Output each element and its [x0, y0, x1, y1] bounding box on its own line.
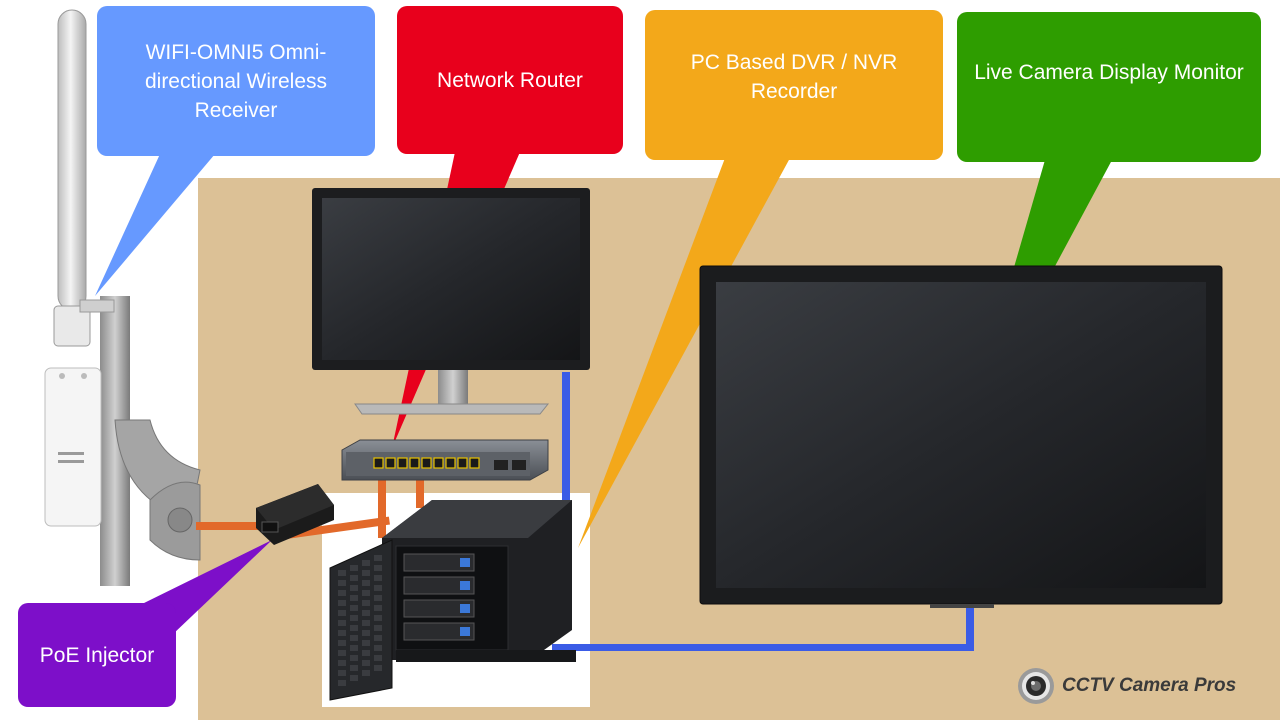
door-vent [362, 600, 370, 606]
door-vent [374, 595, 382, 601]
display-monitor [699, 265, 1223, 608]
switch-port [409, 457, 420, 469]
door-vent [374, 665, 382, 671]
door-vent [350, 625, 358, 631]
drive-bay-led [460, 558, 470, 567]
switch-port [385, 457, 396, 469]
door-vent [362, 610, 370, 616]
display-monitor-label: Live Camera Display Monitor [974, 61, 1244, 84]
camera-lens-logo-icon [1016, 666, 1056, 706]
door-vent [338, 650, 346, 656]
switch-port [445, 457, 456, 469]
door-vent [350, 665, 358, 671]
door-vent [350, 605, 358, 611]
door-vent [374, 565, 382, 571]
door-vent [338, 630, 346, 636]
brand-logo: CCTV Camera Pros [1016, 666, 1236, 706]
door-vent [350, 675, 358, 681]
door-vent [374, 575, 382, 581]
door-vent [350, 615, 358, 621]
door-vent [374, 625, 382, 631]
mounting-pole [100, 296, 201, 586]
door-vent [350, 645, 358, 651]
door-vent [338, 680, 346, 686]
door-vent [362, 640, 370, 646]
door-vent [338, 670, 346, 676]
door-vent [350, 585, 358, 591]
door-vent [374, 605, 382, 611]
door-vent [338, 610, 346, 616]
door-vent [362, 570, 370, 576]
drive-bay [403, 553, 475, 572]
door-vent [362, 670, 370, 676]
door-vent [374, 585, 382, 591]
door-vent [338, 660, 346, 666]
door-vent [362, 660, 370, 666]
door-vent [338, 620, 346, 626]
poe-injector [256, 484, 334, 545]
wifi-receiver-label: WIFI-OMNI5 Omni-directional Wireless Rec… [144, 40, 328, 122]
wifi-callout-pointer [95, 154, 215, 296]
door-vent [350, 635, 358, 641]
drive-bay-led [460, 581, 470, 590]
display-monitor-callout: Live Camera Display Monitor [957, 12, 1261, 162]
door-vent [362, 590, 370, 596]
door-vent [374, 655, 382, 661]
dvr-nvr-recorder [329, 500, 576, 701]
switch-port [469, 457, 480, 469]
brand-name: CCTV Camera Pros [1062, 675, 1237, 696]
network-router-callout: Network Router [397, 6, 623, 154]
ethernet-cables [196, 462, 424, 541]
door-vent [374, 615, 382, 621]
poe-injector-callout: PoE Injector [18, 603, 176, 707]
switch-port [373, 457, 384, 469]
door-vent [338, 640, 346, 646]
drive-bay-led [460, 604, 470, 613]
switch-port [421, 457, 432, 469]
door-vent [374, 645, 382, 651]
drive-bay [403, 622, 475, 641]
door-vent [362, 560, 370, 566]
network-router-label: Network Router [437, 68, 583, 92]
door-vent [374, 635, 382, 641]
door-vent [374, 555, 382, 561]
wireless-access-point [44, 367, 102, 527]
door-vent [350, 655, 358, 661]
door-vent [338, 590, 346, 596]
video-cables [552, 372, 974, 651]
door-vent [362, 620, 370, 626]
drive-bay [403, 599, 475, 618]
door-vent [362, 630, 370, 636]
door-vent [362, 650, 370, 656]
dvr-recorder-callout: PC Based DVR / NVR Recorder [645, 10, 943, 160]
pc-monitor [312, 188, 590, 415]
dvr-callout-pointer [578, 158, 790, 548]
drive-bay [403, 576, 475, 595]
dvr-recorder-label: PC Based DVR / NVR Recorder [690, 51, 898, 103]
door-vent [350, 575, 358, 581]
network-switch [341, 439, 549, 481]
switch-port [457, 457, 468, 469]
omni-antenna [53, 9, 115, 347]
drive-bay-led [460, 627, 470, 636]
door-vent [362, 580, 370, 586]
door-vent [350, 595, 358, 601]
switch-port [397, 457, 408, 469]
door-vent [338, 600, 346, 606]
door-vent [350, 565, 358, 571]
wifi-receiver-callout: WIFI-OMNI5 Omni-directional Wireless Rec… [97, 6, 375, 156]
switch-port [433, 457, 444, 469]
door-vent [338, 580, 346, 586]
door-vent [338, 570, 346, 576]
poe-injector-label: PoE Injector [39, 643, 155, 667]
